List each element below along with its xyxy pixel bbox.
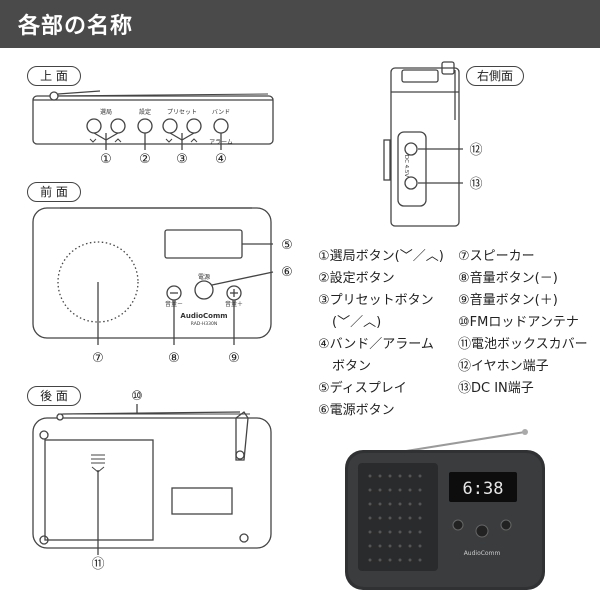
photo-display bbox=[449, 472, 517, 502]
section-label-right: 右側面 bbox=[466, 66, 524, 86]
label-area bbox=[171, 487, 233, 515]
parts-item: ⑦スピーカー bbox=[458, 249, 535, 264]
callout-1: ① bbox=[100, 152, 112, 167]
parts-item: ⑬DC IN端子 bbox=[458, 381, 534, 396]
callout-2: ② bbox=[139, 152, 151, 167]
label-alarm: アラーム bbox=[209, 139, 233, 146]
front-model: RAD-H330N bbox=[191, 321, 217, 327]
parts-item: ⑧音量ボタン(－) bbox=[458, 271, 558, 286]
photo-brand: AudioComm bbox=[464, 550, 501, 557]
callout-7: ⑦ bbox=[92, 351, 104, 366]
label-tune: 選局 bbox=[100, 108, 112, 116]
parts-item: ③プリセットボタン bbox=[318, 293, 434, 308]
top-view-diagram bbox=[32, 90, 274, 150]
section-label-back: 後 面 bbox=[27, 386, 81, 406]
parts-item: ⑩FMロッドアンテナ bbox=[458, 315, 579, 330]
parts-item: ②設定ボタン bbox=[318, 271, 395, 286]
earphone-jack bbox=[404, 142, 418, 156]
right-side-view-diagram bbox=[383, 61, 463, 227]
callout-3: ③ bbox=[176, 152, 188, 167]
section-label-top: 上 面 bbox=[27, 66, 81, 86]
front-view-diagram bbox=[32, 207, 274, 345]
page-title: 各部の名称 bbox=[18, 14, 134, 39]
callout-12: ⑫ bbox=[469, 143, 482, 158]
label-band: バンド bbox=[212, 109, 230, 116]
parts-item: ⑤ディスプレイ bbox=[318, 381, 407, 396]
parts-list-left: ①選局ボタン(﹀／︿) ②設定ボタン ③プリセットボタン (﹀／︿) ④バンド／… bbox=[318, 246, 444, 422]
parts-item: ⑫イヤホン端子 bbox=[458, 359, 549, 374]
parts-item: ⑥電源ボタン bbox=[318, 403, 395, 418]
callout-4: ④ bbox=[215, 152, 227, 167]
callout-13: ⑬ bbox=[469, 177, 482, 192]
label-dc: DC 4.5V bbox=[403, 155, 409, 178]
callout-10: ⑩ bbox=[131, 389, 143, 404]
vol-minus-button bbox=[166, 285, 182, 301]
callout-8: ⑧ bbox=[168, 351, 180, 366]
parts-item: ④バンド／アラーム bbox=[318, 337, 434, 352]
parts-item: ①選局ボタン(﹀／︿) bbox=[318, 249, 444, 264]
section-label-front: 前 面 bbox=[27, 182, 81, 202]
power-button bbox=[194, 280, 214, 300]
vol-plus-button bbox=[226, 285, 242, 301]
dc-in-jack bbox=[404, 176, 418, 190]
parts-item: ⑨音量ボタン(＋) bbox=[458, 293, 558, 308]
parts-item: (﹀／︿) bbox=[332, 315, 382, 330]
speaker-grille bbox=[57, 241, 139, 323]
callout-9: ⑨ bbox=[228, 351, 240, 366]
callout-11: ⑪ bbox=[91, 557, 104, 572]
parts-list-right: ⑦スピーカー ⑧音量ボタン(－) ⑨音量ボタン(＋) ⑩FMロッドアンテナ ⑪電… bbox=[458, 246, 588, 400]
back-view-diagram bbox=[32, 404, 272, 555]
callout-5: ⑤ bbox=[281, 238, 293, 253]
battery-cover bbox=[44, 439, 154, 541]
parts-item: ボタン bbox=[332, 359, 372, 374]
label-preset: プリセット bbox=[167, 109, 197, 116]
label-power: 電源 bbox=[198, 273, 210, 281]
photo-display-text: 6:38 bbox=[463, 479, 504, 499]
parts-item: ⑪電池ボックスカバー bbox=[458, 337, 588, 352]
label-set: 設定 bbox=[139, 108, 151, 116]
page-header: 各部の名称 bbox=[0, 0, 600, 48]
front-brand: AudioComm bbox=[180, 312, 227, 320]
label-vol-plus: 音量＋ bbox=[225, 300, 243, 308]
callout-6: ⑥ bbox=[281, 265, 293, 280]
label-vol-minus: 音量－ bbox=[165, 300, 183, 308]
